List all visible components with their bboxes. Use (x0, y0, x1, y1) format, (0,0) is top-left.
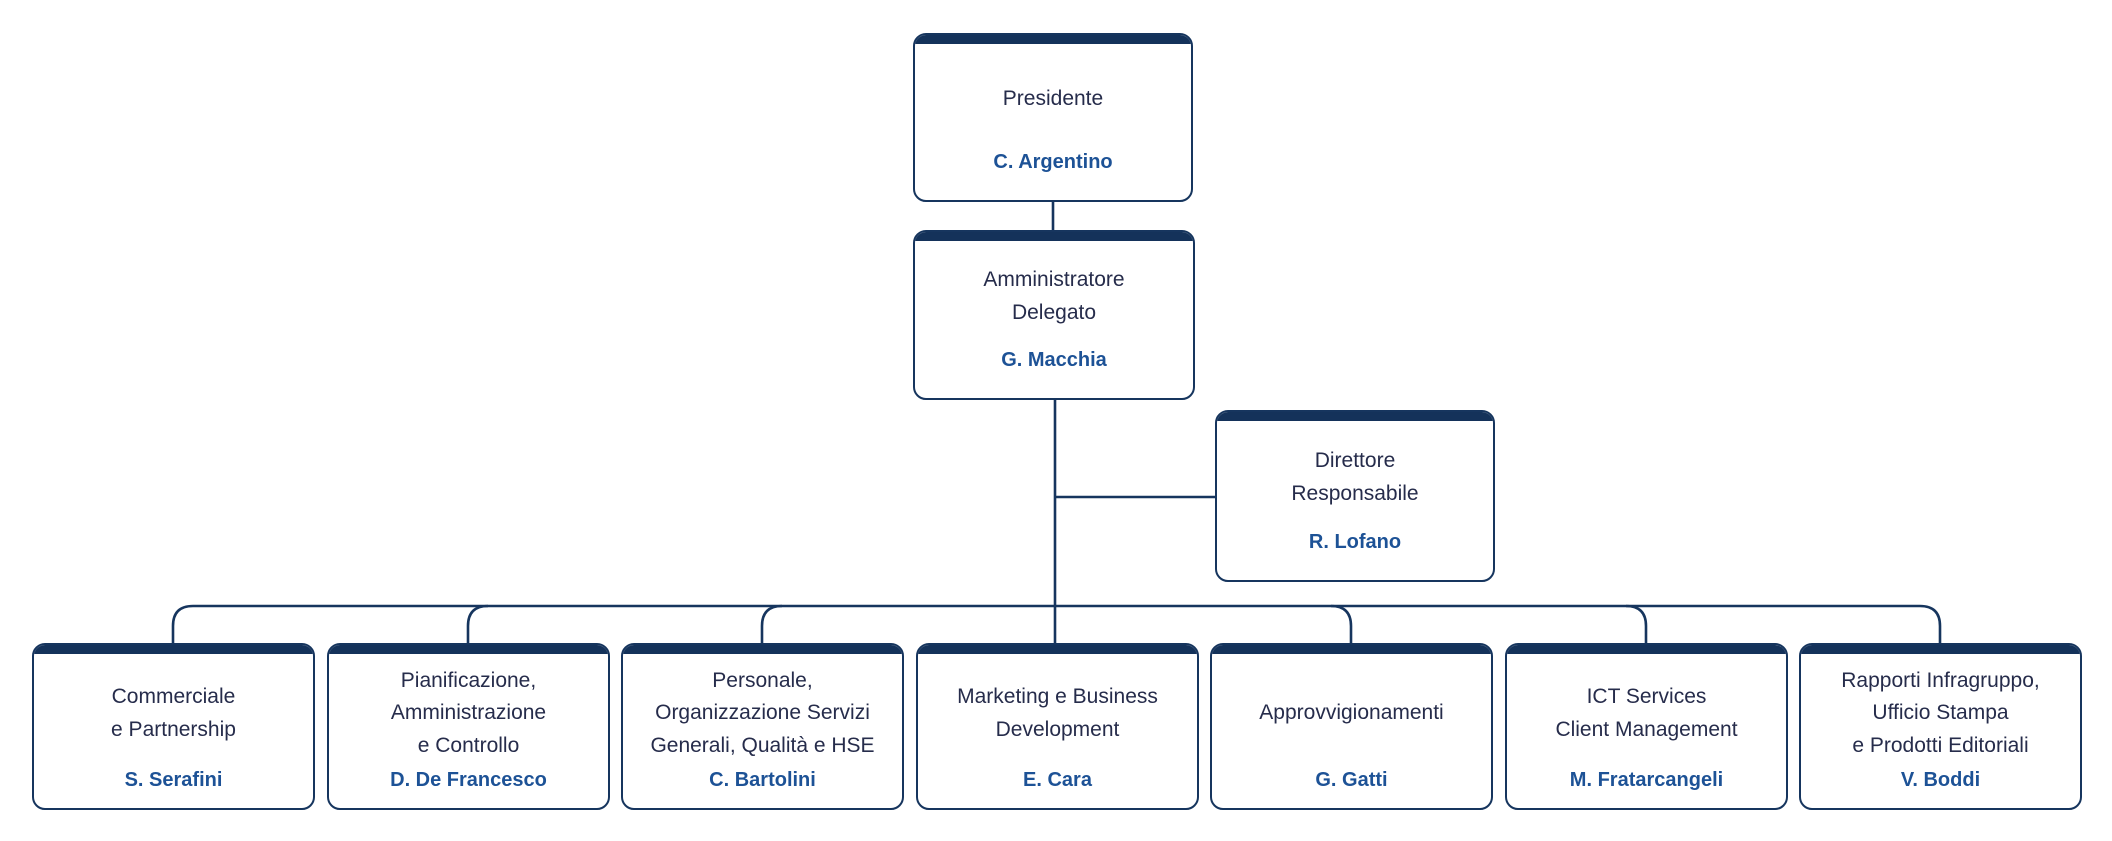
role-title: Commerciale e Partnership (111, 684, 236, 741)
person-name: C. Bartolini (709, 769, 816, 791)
person-name: D. De Francesco (390, 769, 547, 791)
role-title: Approvvigionamenti (1259, 701, 1444, 725)
box-top-bar (915, 35, 1191, 44)
role-title: Marketing e Business Development (957, 684, 1158, 741)
person-name: G. Gatti (1315, 769, 1388, 791)
org-box-rapporti-infragruppo: Rapporti Infragruppo, Ufficio Stampa e P… (1799, 643, 2082, 810)
box-top-bar (915, 232, 1193, 241)
person-name: C. Argentino (993, 151, 1113, 173)
role-title: Direttore Responsabile (1291, 449, 1419, 505)
box-top-bar (1212, 645, 1491, 654)
org-box-pianificazione-amministrazione-controllo: Pianificazione, Amministrazione e Contro… (327, 643, 610, 810)
org-box-direttore-responsabile: Direttore Responsabile R. Lofano (1215, 410, 1495, 582)
org-box-presidente: Presidente C. Argentino (913, 33, 1193, 202)
org-box-amministratore-delegato: Amministratore Delegato G. Macchia (913, 230, 1195, 400)
person-name: G. Macchia (1001, 349, 1107, 371)
box-top-bar (34, 645, 313, 654)
role-title: Rapporti Infragruppo, Ufficio Stampa e P… (1841, 668, 2040, 757)
connector-drop-report-6 (1625, 604, 1648, 645)
org-box-commerciale-partnership: Commerciale e Partnership S. Serafini (32, 643, 315, 810)
role-title: Presidente (1002, 87, 1104, 111)
box-top-bar (623, 645, 902, 654)
org-box-personale-organizzazione: Personale, Organizzazione Servizi Genera… (621, 643, 904, 810)
org-box-ict-services-client-management: ICT Services Client Management M. Fratar… (1505, 643, 1788, 810)
role-title: Pianificazione, Amministrazione e Contro… (390, 668, 547, 757)
box-top-bar (1507, 645, 1786, 654)
person-name: R. Lofano (1308, 531, 1402, 553)
connector-bus-right (1055, 604, 1942, 645)
role-title: Amministratore Delegato (983, 268, 1125, 324)
person-name: S. Serafini (124, 769, 223, 791)
connector-drop-report-3 (760, 604, 783, 645)
box-top-bar (1801, 645, 2080, 654)
person-name: V. Boddi (1900, 769, 1981, 791)
connector-drop-report-5 (1330, 604, 1353, 645)
person-name: E. Cara (1023, 769, 1092, 791)
box-top-bar (329, 645, 608, 654)
connector-bus-left (171, 604, 1055, 645)
org-box-approvvigionamenti: Approvvigionamenti G. Gatti (1210, 643, 1493, 810)
box-top-bar (1217, 412, 1493, 421)
person-name: M. Fratarcangeli (1569, 769, 1724, 791)
org-box-marketing-business-development: Marketing e Business Development E. Cara (916, 643, 1199, 810)
role-title: Personale, Organizzazione Servizi Genera… (650, 668, 875, 757)
connector-drop-report-2 (466, 604, 489, 645)
role-title: ICT Services Client Management (1555, 684, 1738, 741)
box-top-bar (918, 645, 1197, 654)
